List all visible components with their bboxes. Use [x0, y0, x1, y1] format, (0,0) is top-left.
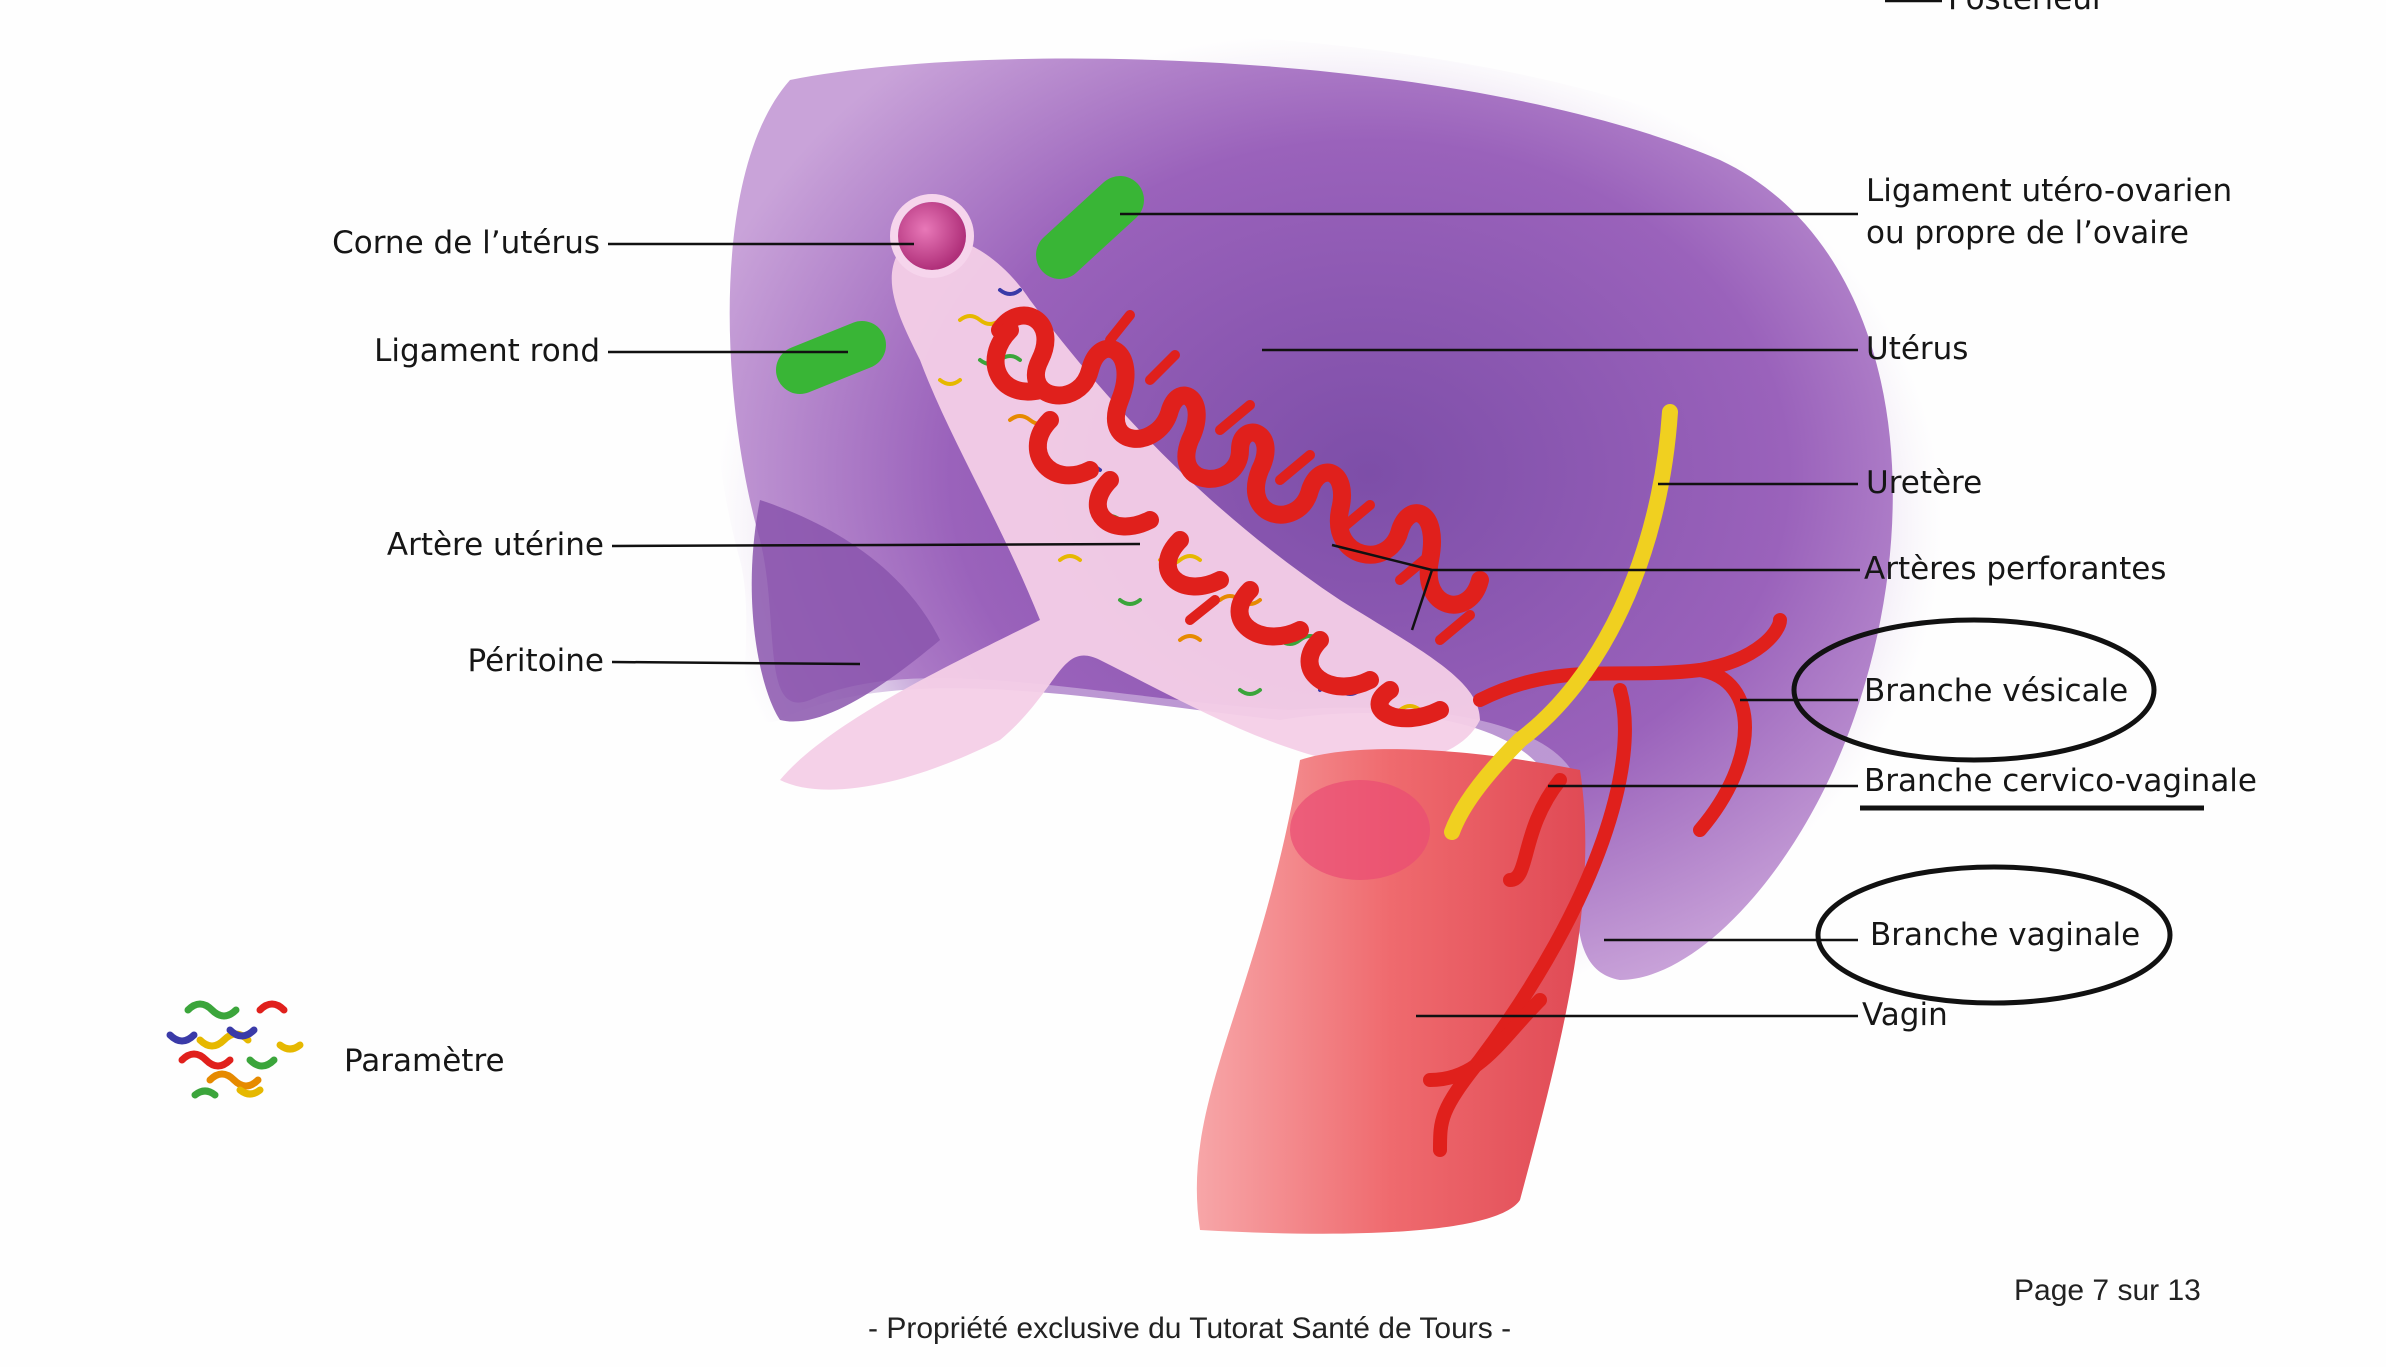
ureter-shape: [1444, 404, 1678, 840]
label-uretere: Uretère: [1866, 465, 1983, 501]
label-vagin: Vagin: [1862, 997, 1948, 1033]
label-corne-uterus: Corne de l’utérus: [332, 225, 600, 261]
perforating-arteries: [1105, 310, 1475, 645]
uterine-artery: [986, 306, 1489, 728]
label-ligament-utero-ovarien-line1: Ligament utéro-ovarien: [1866, 173, 2233, 209]
page-prefix: Page: [2014, 1274, 2085, 1307]
label-uterus: Utérus: [1866, 331, 1969, 367]
round-ligament-shape: [776, 321, 886, 394]
label-posterieur: Postérieur: [1948, 0, 2105, 20]
legend-label-parametre: Paramètre: [344, 1043, 505, 1079]
page-current: 7: [2092, 1274, 2110, 1307]
label-branche-cervico-vaginale: Branche cervico-vaginale: [1864, 763, 2257, 799]
label-branche-vesicale: Branche vésicale: [1864, 673, 2129, 709]
page-total: 13: [2167, 1274, 2201, 1307]
page-number: Page 7 sur 13: [2014, 1274, 2201, 1308]
uterine-horn: [898, 202, 966, 270]
circle-branche-vaginale: [1815, 864, 2173, 1006]
label-peritoine: Péritoine: [467, 643, 604, 679]
uterus-lower-lobe: [751, 500, 940, 722]
utero-ovarian-ligament-shape: [1036, 176, 1144, 279]
leader-lines: [608, 0, 1942, 1018]
vagina-shape: [1196, 749, 1586, 1234]
label-artere-uterine: Artère utérine: [386, 527, 604, 563]
label-arteres-perforantes: Artères perforantes: [1864, 551, 2167, 587]
uterine-artery-branches: [1423, 613, 1787, 1157]
page-sep: sur: [2117, 1274, 2160, 1307]
circle-branche-vesicale: [1791, 617, 2157, 763]
copyright-footer: - Propriété exclusive du Tutorat Santé d…: [868, 1312, 1512, 1345]
label-ligament-utero-ovarien-line2: ou propre de l’ovaire: [1866, 215, 2189, 251]
label-branche-vaginale: Branche vaginale: [1870, 917, 2141, 953]
label-ligament-rond: Ligament rond: [374, 333, 600, 369]
parametre-legend-swatch: [166, 1000, 304, 1099]
